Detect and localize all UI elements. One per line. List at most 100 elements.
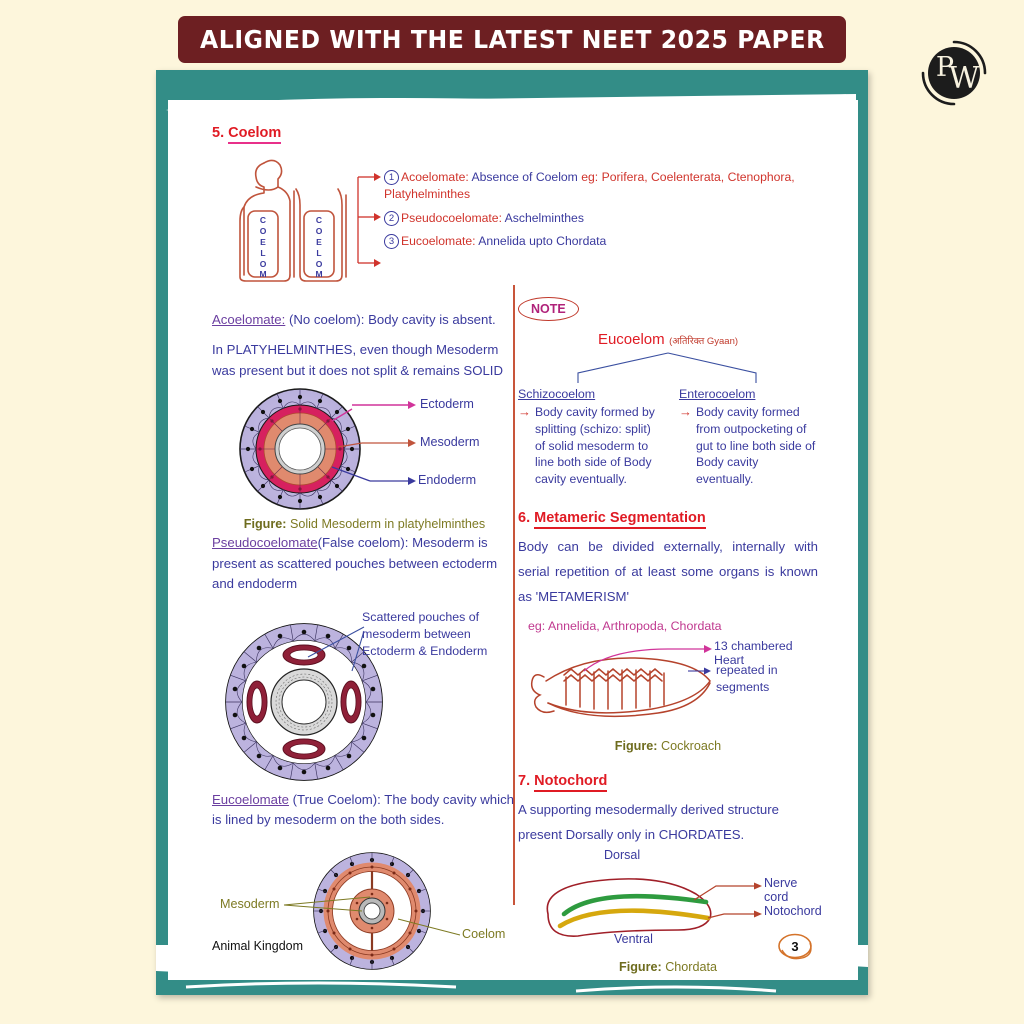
svg-text:C: C (316, 215, 322, 225)
section-5-title: Coelom (228, 125, 282, 144)
footer-chapter-name: Animal Kingdom (212, 939, 304, 953)
cockroach-callout-segments: repeated in segments (716, 663, 778, 694)
note-columns: Schizocoelom → Body cavity formed by spl… (518, 387, 818, 488)
eucoelomate-figure: Mesoderm Coelom (212, 849, 517, 979)
figure-text: Cockroach (660, 739, 722, 754)
svg-text:M: M (315, 269, 322, 279)
acoelomate-figure: Ectoderm Mesoderm Endoderm (212, 387, 517, 515)
svg-text:E: E (316, 237, 322, 247)
bracket-icon (357, 173, 381, 267)
pw-logo: P W (918, 36, 990, 108)
note-badge: NOTE (518, 297, 579, 321)
acoelomate-term: Acoelomate: (212, 312, 286, 327)
acoelomate-paragraph: In PLATYHELMINTHES, even though Mesoderm… (212, 342, 503, 378)
list-number-1: 1 (384, 170, 399, 185)
figure-text: Solid Mesoderm in platyhelminthes (289, 517, 486, 532)
svg-text:O: O (260, 226, 267, 236)
section-5-heading: 5. Coelom (212, 125, 517, 144)
svg-text:M: M (259, 269, 266, 279)
svg-text:E: E (260, 237, 266, 247)
enterocoelom-column: Enterocoelom → Body cavity formed from o… (679, 387, 818, 488)
coelom-type-1-term: Acoelomate: (401, 170, 469, 184)
section-7-paragraph: A supporting mesodermally derived struct… (518, 802, 779, 843)
page-number-badge: 3 (774, 931, 816, 961)
note-block: NOTE Eucoelom (अतिरिक्त Gyaan) Schizocoe… (518, 297, 818, 488)
human-coelom-figure-icon: COE LOM COE LOM (239, 159, 347, 282)
section-6-examples: eg: Annelida, Arthropoda, Chordata (528, 619, 722, 634)
cockroach-figure-caption: Figure: Cockroach (518, 739, 818, 753)
eucoelom-title-row: Eucoelom (अतिरिक्त Gyaan) (518, 331, 818, 349)
chordata-figure: Dorsal Ventral Nerve cord Notochord (518, 848, 822, 964)
section-7-number: 7. (518, 773, 531, 790)
label-eucoelomate-coelom: Coelom (462, 926, 506, 941)
section-5-number: 5. (212, 125, 225, 141)
svg-text:O: O (316, 259, 323, 269)
acoelomate-paren: (No coelom): Body cavity is absent. (288, 312, 496, 327)
label-mesoderm: Mesoderm (420, 435, 480, 450)
section-7-block: 7. Notochord A supporting mesodermally d… (518, 773, 818, 847)
eucoelom-title: Eucoelom (597, 331, 665, 348)
neet-banner: ALIGNED WITH THE LATEST NEET 2025 PAPER (178, 16, 846, 63)
chordata-icon (546, 877, 762, 937)
coelom-type-3-eg: Annelida upto Chordata (478, 233, 607, 248)
svg-text:L: L (316, 248, 321, 258)
eucoelomate-cross-section-icon (283, 851, 461, 970)
label-notochord: Notochord (764, 903, 822, 918)
svg-text:O: O (260, 259, 267, 269)
arrow-icon: → (678, 404, 692, 419)
acoelomate-cross-section-icon (239, 388, 416, 511)
coelom-type-3-term: Eucoelomate: (401, 233, 476, 248)
label-dorsal: Dorsal (604, 847, 641, 862)
coelom-type-2-eg: Aschelminthes (504, 210, 584, 225)
list-number-3: 3 (384, 233, 399, 249)
schizocoelom-column: Schizocoelom → Body cavity formed by spl… (518, 387, 663, 488)
enterocoelom-text: Body cavity formed from outpocketing of … (695, 405, 816, 487)
section-6-block: 6. Metameric Segmentation Body can be di… (518, 510, 818, 633)
label-eucoelomate-mesoderm: Mesoderm (220, 896, 280, 911)
page-border-right (858, 70, 868, 995)
section-7-title: Notochord (534, 773, 608, 793)
section-6-paragraph: Body can be divided externally, internal… (518, 539, 818, 605)
svg-text:O: O (316, 226, 323, 236)
eucoelomate-definition: Eucoelomate (True Coelom): The body cavi… (212, 790, 517, 831)
eucoelomate-term: Eucoelomate (212, 791, 289, 807)
pseudocoelomate-definition: Pseudocoelomate(False coelom): Mesoderm … (212, 533, 517, 594)
label-endoderm: Endoderm (418, 473, 477, 488)
pseudocoelomate-cross-section-icon (225, 622, 383, 781)
figure-prefix: Figure: (614, 739, 658, 754)
svg-text:C: C (260, 215, 266, 225)
enterocoelom-heading: Enterocoelom (678, 387, 756, 401)
label-ectoderm: Ectoderm (420, 397, 474, 412)
chordata-figure-caption: Figure: Chordata (518, 960, 818, 974)
eucoelom-subtitle: (अतिरिक्त Gyaan) (669, 336, 739, 347)
figure-prefix: Figure: (243, 517, 287, 532)
section-6-heading: 6. Metameric Segmentation (518, 510, 818, 530)
cockroach-figure: 13 chambered Heart repeated in segments (518, 637, 818, 745)
list-number-2: 2 (384, 210, 399, 226)
schizocoelom-text: Body cavity formed by splitting (schizo:… (535, 405, 655, 487)
pseudocoelomate-paren: (False coelom): Mesoderm is present as s… (212, 535, 498, 592)
cockroach-callout-heart: 13 chambered Heart (714, 639, 793, 668)
svg-text:W: W (949, 61, 980, 96)
figure-text: Chordata (665, 959, 717, 974)
acoelomate-figure-caption: Figure: Solid Mesoderm in platyhelminthe… (212, 517, 517, 531)
figure-prefix: Figure: (619, 959, 662, 974)
section-6-title: Metameric Segmentation (534, 510, 706, 530)
page-border-left (156, 70, 168, 995)
section-6-number: 6. (518, 510, 531, 527)
right-column: NOTE Eucoelom (अतिरिक्त Gyaan) Schizocoe… (518, 125, 822, 974)
pseudocoelomate-term: Pseudocoelomate (212, 535, 318, 551)
acoelomate-definition: Acoelomate: (No coelom): Body cavity is … (212, 310, 517, 330)
arrow-icon: → (518, 404, 531, 419)
cockroach-icon (530, 645, 712, 718)
page-number: 3 (791, 938, 799, 954)
svg-text:L: L (260, 248, 265, 258)
acoelomate-block: Acoelomate: (No coelom): Body cavity is … (212, 310, 517, 381)
